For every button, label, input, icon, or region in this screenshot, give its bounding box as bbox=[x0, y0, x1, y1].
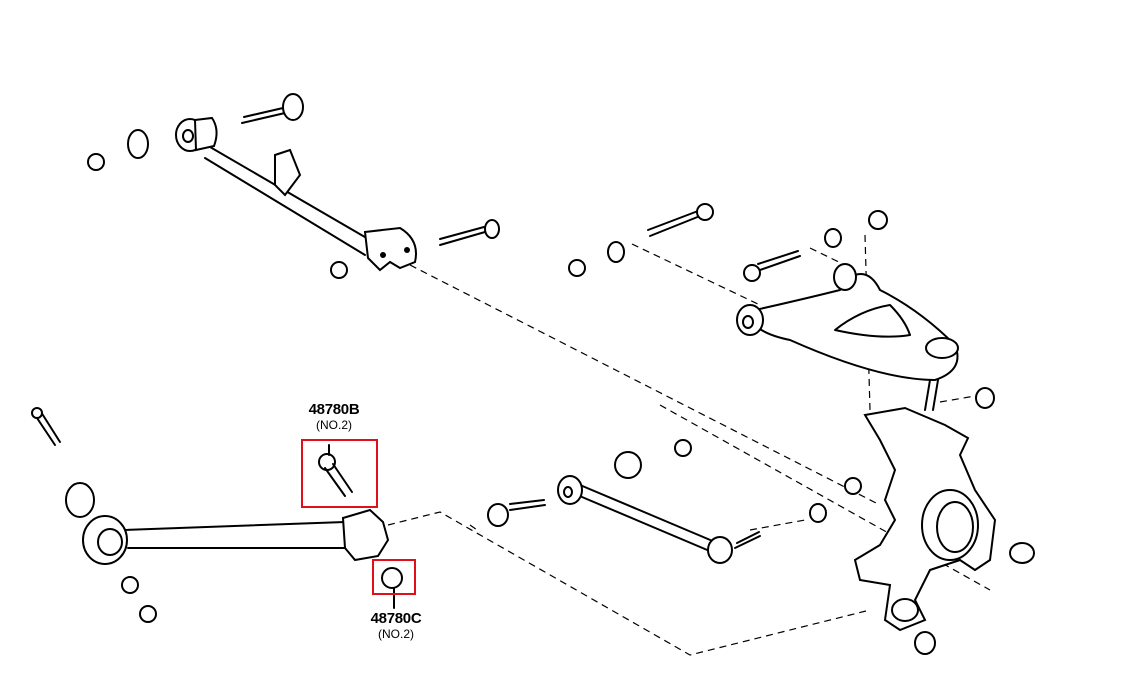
leader-line bbox=[749, 519, 806, 531]
highlight-box-48780C[interactable] bbox=[372, 559, 416, 595]
leader-line bbox=[387, 511, 871, 656]
lower-arm-no2 bbox=[31, 407, 403, 623]
hardware-upper-left bbox=[87, 93, 500, 279]
highlight-box-48780B[interactable] bbox=[301, 439, 378, 508]
leader-line bbox=[409, 264, 881, 506]
part-number-label[interactable]: 48780B bbox=[308, 401, 360, 418]
part-note-label: (NO.2) bbox=[316, 418, 352, 432]
part-number-label[interactable]: 48780C bbox=[370, 610, 422, 627]
callout-48780B[interactable]: 48780B (NO.2) bbox=[300, 401, 368, 432]
part-note-label: (NO.2) bbox=[378, 627, 414, 641]
callout-48780C[interactable]: 48780C (NO.2) bbox=[362, 610, 430, 641]
leader-line bbox=[939, 395, 976, 403]
upper-control-arm bbox=[736, 263, 959, 411]
toe-control-rod bbox=[487, 439, 827, 564]
upper-left-link-arm bbox=[175, 116, 417, 272]
leader-line bbox=[469, 524, 481, 533]
leader-line bbox=[809, 247, 846, 266]
leader-line bbox=[631, 243, 761, 306]
steering-knuckle bbox=[844, 406, 1035, 655]
hardware-upper-right bbox=[568, 203, 995, 409]
